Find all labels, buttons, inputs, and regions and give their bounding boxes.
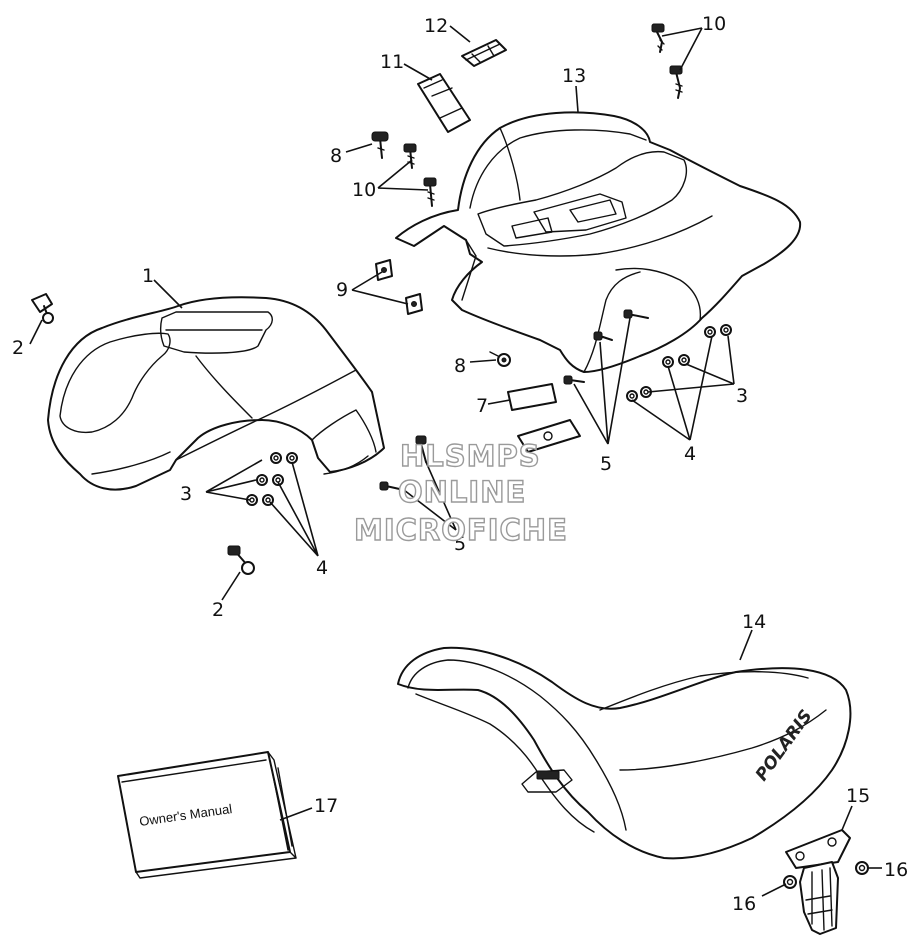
- callout-12: 12: [424, 15, 448, 37]
- callout-17: 17: [314, 795, 338, 817]
- callout-7: 7: [476, 395, 488, 417]
- seat-latch: [785, 829, 851, 935]
- callout-2: 2: [212, 599, 224, 621]
- watermark-line-1: HLSMPS: [400, 439, 541, 473]
- callout-9: 9: [336, 279, 348, 301]
- fasteners: [31, 23, 869, 889]
- watermark-line-2: ONLINE: [398, 475, 526, 509]
- watermark-line-3: MICROFICHE: [354, 513, 568, 547]
- callout-10: 10: [352, 179, 376, 201]
- callout-13: 13: [562, 65, 586, 87]
- callout-1: 1: [142, 265, 154, 287]
- leader-lines: [29, 25, 882, 897]
- callout-5: 5: [454, 533, 466, 555]
- callout-2: 2: [12, 337, 24, 359]
- callout-10: 10: [702, 13, 726, 35]
- callout-5: 5: [600, 453, 612, 475]
- callout-3: 3: [180, 483, 192, 505]
- callout-3: 3: [736, 385, 748, 407]
- watermark: HLSMPS ONLINE MICROFICHE: [353, 438, 568, 547]
- owners-manual: [117, 751, 297, 879]
- callout-4: 4: [684, 443, 696, 465]
- rear-fender: [395, 111, 802, 373]
- callout-14: 14: [742, 611, 766, 633]
- callout-8: 8: [330, 145, 342, 167]
- callout-16: 16: [732, 893, 756, 915]
- front-fender: [47, 296, 385, 491]
- callout-labels: 1 2 2 3 3 4 4 5 5 7 8 8 9 10 10 11 12 13…: [12, 13, 908, 915]
- seat: [397, 646, 852, 860]
- callout-4: 4: [316, 557, 328, 579]
- callout-15: 15: [846, 785, 870, 807]
- callout-16: 16: [884, 859, 908, 881]
- callout-11: 11: [380, 51, 404, 73]
- callout-8: 8: [454, 355, 466, 377]
